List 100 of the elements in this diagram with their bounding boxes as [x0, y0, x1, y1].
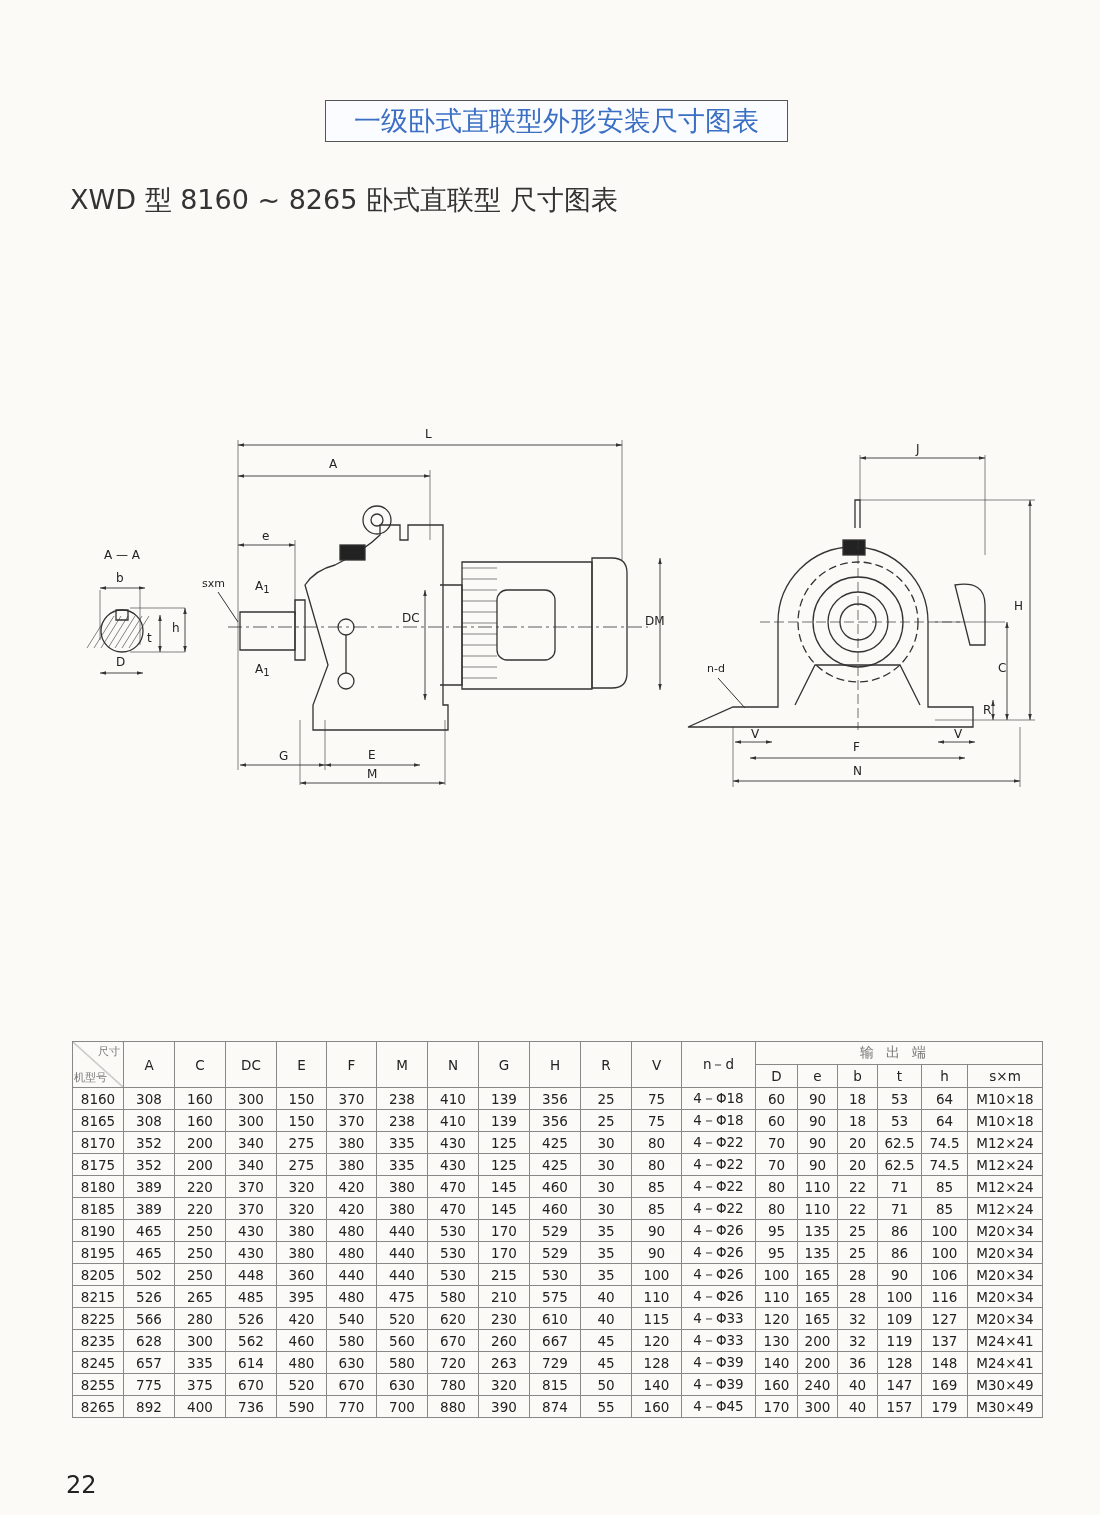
- table-cell: 657: [123, 1351, 175, 1374]
- table-cell: 352: [123, 1153, 175, 1176]
- table-cell: 430: [427, 1153, 479, 1176]
- dimension-label: A$_{1}$: [255, 580, 270, 596]
- table-cell: 35: [580, 1263, 632, 1286]
- table-cell: 74.5: [921, 1131, 968, 1154]
- table-cell: 815: [529, 1373, 581, 1396]
- table-cell: 100: [877, 1285, 922, 1308]
- table-cell: 8175: [72, 1153, 124, 1176]
- table-cell: 90: [797, 1131, 838, 1154]
- table-cell: 128: [877, 1351, 922, 1374]
- table-cell: 280: [174, 1307, 226, 1330]
- leader-line: [217, 591, 239, 623]
- table-cell: 8165: [72, 1109, 124, 1132]
- table-cell: 100: [921, 1241, 968, 1264]
- table-cell: n－d: [681, 1041, 756, 1088]
- table-cell: 320: [276, 1175, 327, 1198]
- table-cell: 560: [376, 1329, 428, 1352]
- dimension-label: V: [751, 728, 760, 740]
- table-cell: 610: [529, 1307, 581, 1330]
- table-cell: 628: [123, 1329, 175, 1352]
- table-cell: e: [797, 1064, 838, 1088]
- dimension-label: H: [1014, 600, 1024, 612]
- table-cell: 8180: [72, 1175, 124, 1198]
- table-cell: 25: [837, 1241, 878, 1264]
- table-cell: 165: [797, 1263, 838, 1286]
- dimension-label: D: [116, 656, 126, 668]
- table-cell: 80: [755, 1175, 798, 1198]
- table-cell: M20×34: [967, 1285, 1043, 1308]
- table-cell: 120: [755, 1307, 798, 1330]
- table-cell: 238: [376, 1087, 428, 1110]
- table-cell: 335: [376, 1131, 428, 1154]
- table-cell: 125: [478, 1131, 530, 1154]
- table-cell: 529: [529, 1241, 581, 1264]
- table-cell: 470: [427, 1175, 479, 1198]
- dimension-label: C: [998, 662, 1007, 674]
- dimension-label: F: [853, 741, 860, 753]
- table-cell: 630: [376, 1373, 428, 1396]
- table-cell: 370: [225, 1197, 277, 1220]
- table-cell: 530: [427, 1263, 479, 1286]
- table-cell: 32: [837, 1307, 878, 1330]
- table-cell: 169: [921, 1373, 968, 1396]
- table-cell: 210: [478, 1285, 530, 1308]
- table-cell: R: [580, 1041, 632, 1088]
- table-cell: 140: [755, 1351, 798, 1374]
- table-cell: 4－Φ39: [681, 1351, 756, 1374]
- table-cell: 100: [631, 1263, 682, 1286]
- table-cell: 390: [478, 1395, 530, 1418]
- table-cell: 160: [755, 1373, 798, 1396]
- table-cell: 35: [580, 1241, 632, 1264]
- table-cell: 308: [123, 1109, 175, 1132]
- table-cell: 480: [326, 1241, 377, 1264]
- table-cell: 62.5: [877, 1131, 922, 1154]
- table-cell: 160: [631, 1395, 682, 1418]
- dimension-label: DM: [645, 615, 665, 627]
- table-cell: 465: [123, 1241, 175, 1264]
- table-cell: M10×18: [967, 1109, 1043, 1132]
- table-cell: 375: [174, 1373, 226, 1396]
- table-cell: 4－Φ26: [681, 1285, 756, 1308]
- table-cell: 465: [123, 1219, 175, 1242]
- table-cell: 380: [326, 1131, 377, 1154]
- table-cell: A: [123, 1041, 175, 1088]
- table-cell: 352: [123, 1131, 175, 1154]
- table-cell: 200: [174, 1131, 226, 1154]
- table-cell: 40: [837, 1373, 878, 1396]
- table-cell: 85: [631, 1175, 682, 1198]
- table-cell: 30: [580, 1197, 632, 1220]
- table-cell: 170: [478, 1219, 530, 1242]
- table-cell: 440: [326, 1263, 377, 1286]
- table-cell: 8185: [72, 1197, 124, 1220]
- table-cell: 215: [478, 1263, 530, 1286]
- table-cell: 240: [797, 1373, 838, 1396]
- table-cell: 400: [174, 1395, 226, 1418]
- table-cell: 8205: [72, 1263, 124, 1286]
- table-cell: 110: [797, 1197, 838, 1220]
- table-cell: 200: [797, 1351, 838, 1374]
- table-cell: 440: [376, 1241, 428, 1264]
- table-cell: 238: [376, 1109, 428, 1132]
- table-cell: 55: [580, 1395, 632, 1418]
- dimension-label: V: [954, 728, 963, 740]
- table-cell: 130: [755, 1329, 798, 1352]
- table-cell: 95: [755, 1219, 798, 1242]
- table-cell: 75: [631, 1109, 682, 1132]
- table-cell: 700: [376, 1395, 428, 1418]
- table-cell: 170: [755, 1395, 798, 1418]
- table-cell: H: [529, 1041, 581, 1088]
- table-cell: 356: [529, 1109, 581, 1132]
- table-cell: 8255: [72, 1373, 124, 1396]
- dimension-label: M: [367, 768, 378, 780]
- table-cell: 250: [174, 1219, 226, 1242]
- table-cell: 4－Φ39: [681, 1373, 756, 1396]
- table-cell: 530: [529, 1263, 581, 1286]
- table-cell: 4－Φ22: [681, 1131, 756, 1154]
- table-cell: 8265: [72, 1395, 124, 1418]
- table-cell: 275: [276, 1153, 327, 1176]
- table-cell: 670: [326, 1373, 377, 1396]
- table-cell: 480: [326, 1219, 377, 1242]
- table-cell: 4－Φ26: [681, 1263, 756, 1286]
- table-cell: 420: [326, 1175, 377, 1198]
- dimension-label: t: [147, 632, 152, 644]
